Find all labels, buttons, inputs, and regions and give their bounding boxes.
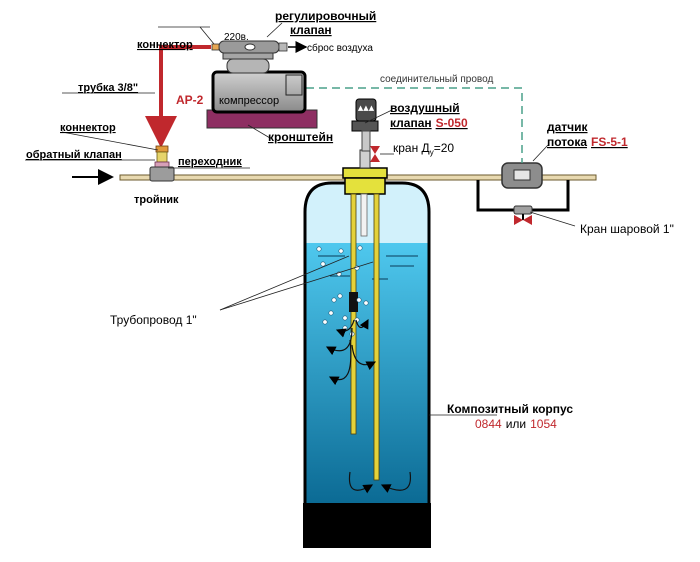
label-tube: трубка 3/8" [78,82,138,94]
label-flow-sensor-model: FS-5-1 [591,135,628,149]
label-connector-left: коннектор [60,122,116,134]
label-air-release: сброс воздуха [307,42,373,54]
label-connector-top: коннектор [137,39,193,51]
check-valve-assembly [149,145,175,182]
air-tube [145,45,211,148]
air-valve: ▲▲▲ [351,98,379,152]
connection-wire [306,87,523,163]
label-bracket: кронштейн [268,130,333,144]
label-check-valve: обратный клапан [26,149,122,161]
tap-valve [370,146,380,162]
label-composite-body: Композитный корпус [447,402,573,416]
label-compressor: компрессор [219,95,279,107]
control-head [342,149,388,195]
tank-base [303,503,431,548]
label-voltage: 220в. [224,32,249,43]
flow-arrows [325,318,412,494]
label-flow-sensor: датчик [547,120,589,134]
flow-sensor [501,162,543,189]
label-air-valve: воздушный [390,101,460,115]
label-regulating-valve: регулировочный [275,9,376,23]
label-connection-wire: соединительный провод [380,74,493,85]
label-adapter: переходник [178,156,242,168]
label-ball-valve: Кран шаровой 1" [580,222,674,236]
label-pipeline: Трубопровод 1" [110,313,197,327]
leader-lines [25,22,576,416]
label-regulating-valve-2: клапан [290,23,332,37]
label-model-ap: АР-2 [176,93,204,107]
svg-text:▲▲▲: ▲▲▲ [358,104,375,112]
air-bubbles [316,245,369,337]
ball-valve [513,205,533,225]
compressor [206,40,318,129]
label-air-valve-model: S-050 [436,116,468,130]
composite-tank [303,181,431,548]
label-tee: тройник [134,194,179,206]
label-tap: кран Ду=20 [393,141,454,157]
inner-pipes [349,193,380,481]
